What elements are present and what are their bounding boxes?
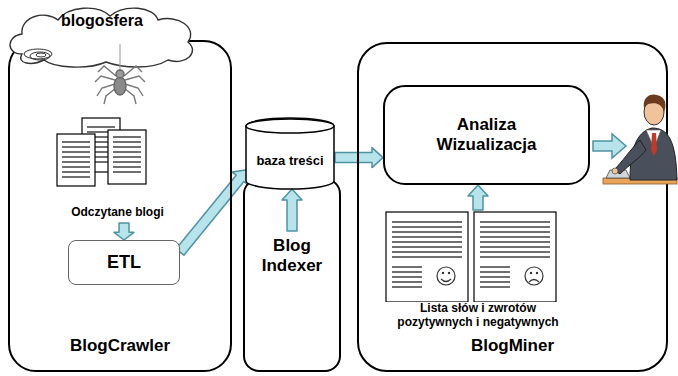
flow-arrow [282,189,302,231]
node-label: blogosfera [61,12,143,30]
node-label: baza treści [256,154,323,169]
node-label: Lista słów i zwrotów pozytywnych i negat… [383,302,573,330]
cloud-shape: blogosfera [2,2,202,68]
cloud-outline [2,2,202,68]
document-group: Odczytane blogi [35,108,200,222]
system-panel: BlogMiner Analiza WizualizacjaLista słów … [357,42,668,372]
system-panel: BlogCrawler Odczytane blogiETL [8,40,232,372]
flow-arrow [468,185,488,210]
scribble [24,49,52,60]
node-label: ETL [107,252,141,273]
flow-arrow [335,148,383,168]
word-list-icon [386,212,556,302]
output-arrow [593,134,626,158]
word-list: Lista słów i zwrotów pozytywnych i negat… [375,210,581,332]
flow-arrow [176,170,248,255]
node-label: Odczytane blogi [71,206,164,220]
node-label: BlogCrawler [70,336,170,356]
process-box: Analiza Wizualizacja [383,85,590,185]
spider-icon [95,44,145,104]
user-figure [603,95,677,185]
process-box: Blog Indexer [243,178,341,372]
flow-arrow [114,223,134,240]
database-cylinder: baza treści [245,118,335,190]
process-box: ETL [68,240,180,285]
node-label: Analiza Wizualizacja [422,115,552,154]
node-label: BlogMiner [471,336,554,356]
node-label: Blog Indexer [249,236,335,275]
document-icon [57,118,146,186]
